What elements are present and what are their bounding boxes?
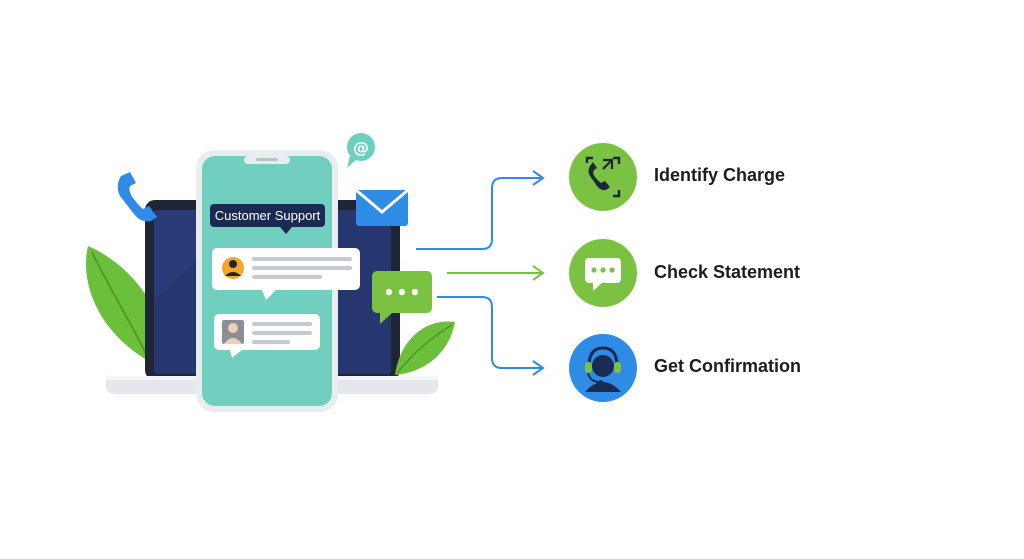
customer-support-chip: Customer Support bbox=[210, 204, 325, 234]
step-label-get-confirmation: Get Confirmation bbox=[654, 356, 801, 376]
user-avatar-icon bbox=[222, 257, 244, 279]
telephone-handset-icon bbox=[117, 172, 157, 222]
phone: Customer Support bbox=[196, 150, 360, 412]
arrow-to-get-confirmation bbox=[437, 296, 545, 376]
agent-avatar-icon bbox=[222, 320, 244, 344]
phone-icon bbox=[585, 156, 621, 198]
svg-text:@: @ bbox=[353, 138, 369, 157]
customer-support-title: Customer Support bbox=[215, 208, 321, 223]
step-label-check-statement: Check Statement bbox=[654, 262, 801, 282]
arrow-to-check-statement bbox=[447, 265, 545, 281]
chat-message-1 bbox=[212, 248, 360, 300]
step-label-identify-charge: Identify Charge bbox=[654, 165, 786, 185]
chat-bubble-icon bbox=[585, 258, 621, 291]
arrow-to-identify-charge bbox=[416, 170, 545, 250]
chat-message-2 bbox=[214, 314, 320, 358]
envelope-icon bbox=[355, 188, 409, 226]
email-at-icon: @ bbox=[347, 133, 375, 168]
identify-charge-step-icon bbox=[569, 143, 637, 211]
chat-dots-bubble-icon bbox=[372, 271, 432, 324]
get-confirmation-step-icon bbox=[569, 334, 637, 402]
headset-agent-icon bbox=[585, 346, 621, 392]
leaf-right-decoration bbox=[395, 321, 455, 375]
check-statement-step-icon bbox=[569, 239, 637, 307]
